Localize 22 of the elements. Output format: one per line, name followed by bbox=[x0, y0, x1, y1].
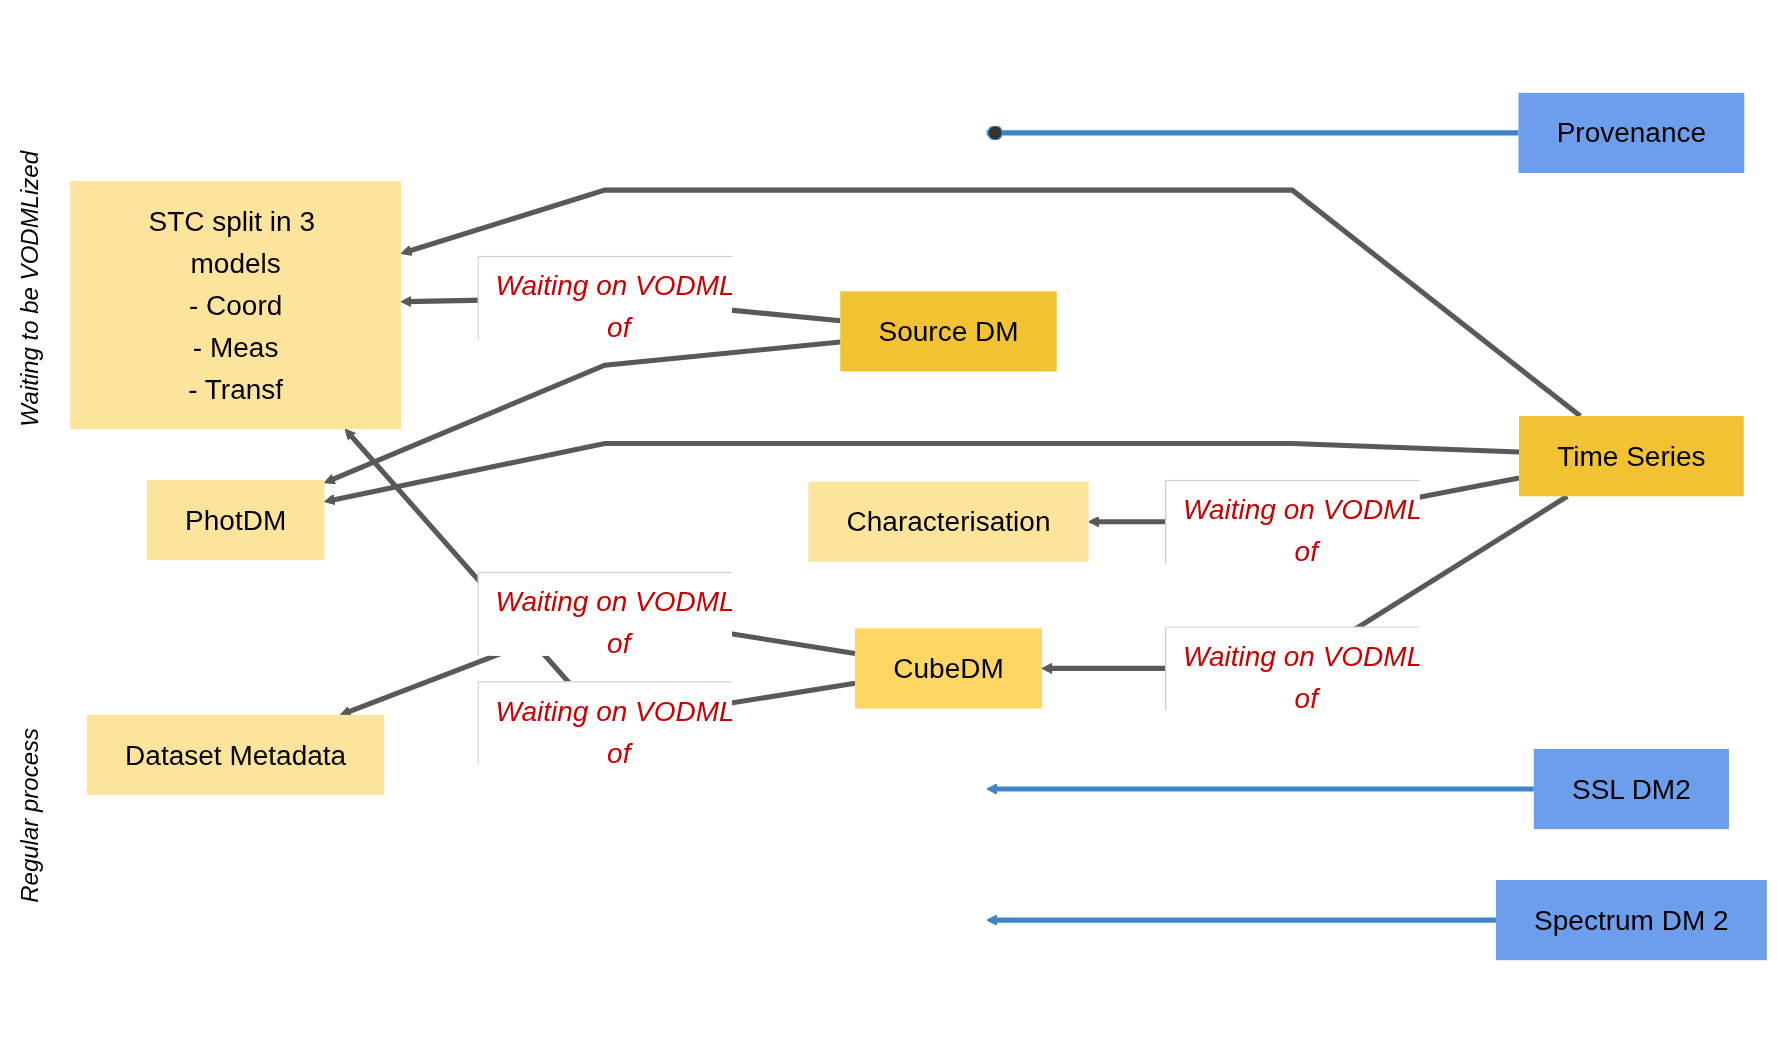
arrow bbox=[323, 339, 841, 485]
node-box: PhotDM bbox=[146, 480, 325, 561]
node-box: Time Series bbox=[1519, 416, 1744, 497]
node-box: STC split in 3 models - Coord - Meas - Transf bbox=[70, 180, 402, 430]
edge-label: Waiting on VODML of bbox=[495, 269, 734, 342]
node-box: Source DM bbox=[840, 291, 1057, 372]
node-box: Characterisation bbox=[808, 481, 1089, 562]
node-box: Provenance bbox=[1518, 92, 1745, 173]
node-box: Dataset Metadata bbox=[86, 714, 385, 796]
group-label: Waiting to be VODMLized bbox=[16, 150, 44, 427]
edge-label: Waiting on VODML of bbox=[495, 695, 734, 768]
arrow bbox=[323, 440, 1520, 506]
node-box: CubeDM bbox=[855, 628, 1042, 709]
arrow bbox=[986, 783, 1534, 795]
arrow bbox=[986, 914, 1496, 926]
group-label: Regular process bbox=[16, 727, 44, 903]
node-box: SSL DM2 bbox=[1533, 748, 1729, 830]
node-box: Spectrum DM 2 bbox=[1495, 880, 1767, 961]
connector bbox=[986, 125, 1519, 141]
edge-label: Waiting on VODML of bbox=[495, 585, 734, 658]
edge-label: Waiting on VODML of bbox=[1183, 493, 1421, 566]
edge-label: Waiting on VODML of bbox=[1183, 640, 1421, 713]
